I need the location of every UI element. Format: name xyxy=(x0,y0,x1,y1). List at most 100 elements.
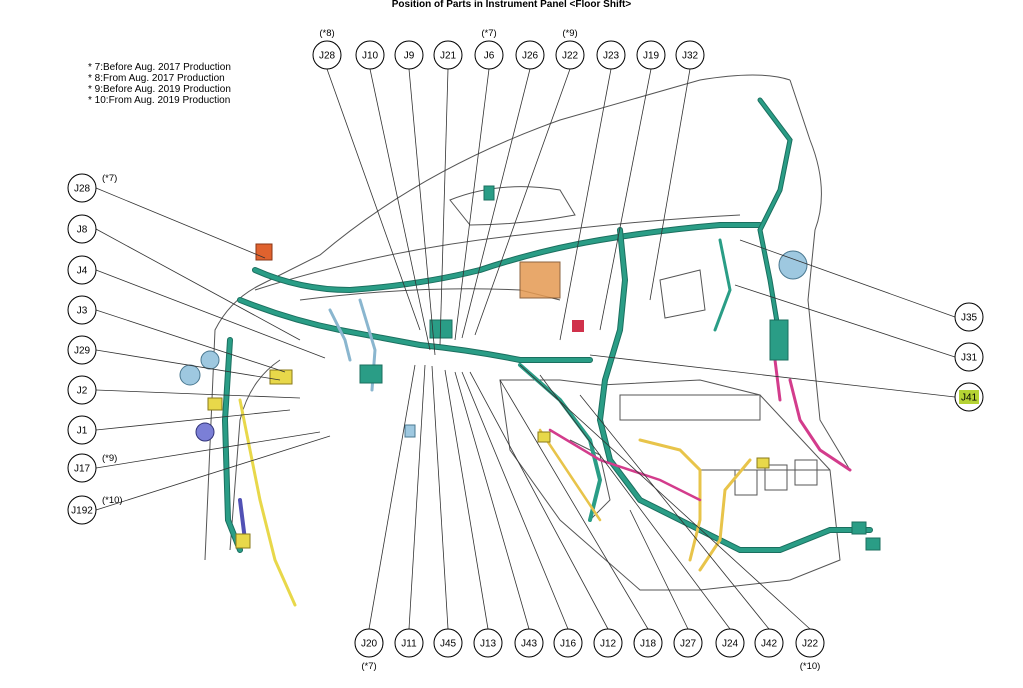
connector-label: J16 xyxy=(560,639,577,650)
connector-label: J23 xyxy=(603,51,620,62)
connector-label: J35 xyxy=(961,313,978,324)
callout-circle xyxy=(67,214,97,244)
leader-line xyxy=(739,239,956,318)
leader-line xyxy=(539,374,731,630)
connector-j20-bottom[interactable]: J20 (*7) xyxy=(354,628,384,672)
connector-j42-bottom[interactable]: J42 xyxy=(754,628,784,658)
connector-j11-bottom[interactable]: J11 xyxy=(394,628,424,658)
leader-line xyxy=(95,409,291,431)
connector-j3-left[interactable]: J3 xyxy=(67,295,97,325)
connector-j23-top[interactable]: J23 xyxy=(596,40,626,70)
leader-line xyxy=(649,68,691,301)
leader-line xyxy=(519,364,811,630)
leader-line xyxy=(95,389,301,399)
connector-j8-left[interactable]: J8 xyxy=(67,214,97,244)
leader-line xyxy=(95,435,331,511)
connector-j35-right[interactable]: J35 xyxy=(954,302,984,332)
connector-label: J9 xyxy=(404,51,415,62)
connector-j32-top[interactable]: J32 xyxy=(675,40,705,70)
connector-j22-top[interactable]: J22(*9) xyxy=(555,28,585,70)
callout-circle xyxy=(67,173,97,203)
connector-j10-top[interactable]: J10 xyxy=(355,40,385,70)
connector-label: J3 xyxy=(77,306,88,317)
connector-j29-left[interactable]: J29 xyxy=(67,335,97,365)
connector-parts xyxy=(179,185,881,551)
note-line: * 10:From Aug. 2019 Production xyxy=(88,95,231,106)
connector-j12-bottom[interactable]: J12 xyxy=(593,628,623,658)
connector-j17-left[interactable]: J17(*9) xyxy=(67,453,117,483)
connector-j24-bottom[interactable]: J24 xyxy=(715,628,745,658)
connector-label: J6 xyxy=(484,51,495,62)
connector-j27-bottom[interactable]: J27 xyxy=(673,628,703,658)
connector-j45-bottom[interactable]: J45 xyxy=(433,628,463,658)
callout-circle xyxy=(795,628,825,658)
connector-j22-bottom[interactable]: J22(*10) xyxy=(795,628,825,672)
connector-label: J41 xyxy=(961,393,978,404)
leader-line xyxy=(368,364,416,630)
connector-j26-top[interactable]: J26 xyxy=(515,40,545,70)
connector-label: J21 xyxy=(440,51,457,62)
callout-circle xyxy=(553,628,583,658)
leader-line xyxy=(326,68,421,331)
leader-line xyxy=(461,371,569,630)
leader-line xyxy=(95,269,326,359)
connector-label: J20 xyxy=(361,639,378,650)
note-line: * 9:Before Aug. 2019 Production xyxy=(88,84,231,95)
highlight-marker xyxy=(959,390,979,404)
connector-j2-left[interactable]: J2 xyxy=(67,375,97,405)
connector-label: J24 xyxy=(722,639,739,650)
connector-j13-bottom[interactable]: J13 xyxy=(473,628,503,658)
leader-line xyxy=(629,509,689,630)
note-line: * 8:From Aug. 2017 Production xyxy=(88,73,225,84)
connector-label: J22 xyxy=(802,639,819,650)
connector-j41-right[interactable]: J41 xyxy=(954,382,984,412)
leader-line xyxy=(474,68,571,336)
callout-circle xyxy=(433,628,463,658)
callout-circle xyxy=(354,628,384,658)
connector-label: J17 xyxy=(74,464,91,475)
leader-line xyxy=(95,349,281,381)
leader-line xyxy=(95,431,321,469)
connector-j1-left[interactable]: J1 xyxy=(67,415,97,445)
connector-label: J32 xyxy=(682,51,699,62)
connector-j6-top[interactable]: J6(*7) xyxy=(474,28,504,70)
callout-circle xyxy=(474,40,504,70)
callout-circle xyxy=(514,628,544,658)
connector-j4-left[interactable]: J4 xyxy=(67,255,97,285)
connector-label: J13 xyxy=(480,639,497,650)
leader-line xyxy=(454,68,490,341)
connector-j28-top[interactable]: J28(*8) xyxy=(312,28,342,70)
connector-j18-bottom[interactable]: J18 xyxy=(633,628,663,658)
callout-circle xyxy=(67,415,97,445)
callout-circle xyxy=(673,628,703,658)
connector-j16-bottom[interactable]: J16 xyxy=(553,628,583,658)
callout-circle xyxy=(473,628,503,658)
connector-label: J45 xyxy=(440,639,457,650)
leader-line xyxy=(579,394,770,630)
leader-line xyxy=(369,68,431,351)
connector-note: (*7) xyxy=(361,661,376,672)
connector-label: J19 xyxy=(643,51,660,62)
connector-j43-bottom[interactable]: J43 xyxy=(514,628,544,658)
leader-line xyxy=(599,68,652,331)
connector-j28-left[interactable]: J28(*7) xyxy=(67,173,117,203)
connector-j21-top[interactable]: J21 xyxy=(433,40,463,70)
callout-circle xyxy=(67,335,97,365)
callout-circle xyxy=(593,628,623,658)
page-title: Position of Parts in Instrument Panel <F… xyxy=(391,0,632,10)
callout-circle xyxy=(515,40,545,70)
leader-line xyxy=(469,371,609,630)
note-line: * 7:Before Aug. 2017 Production xyxy=(88,62,231,73)
leader-line xyxy=(444,369,489,630)
connector-j192-left[interactable]: J192(*10) xyxy=(67,495,123,525)
leader-lines xyxy=(95,68,956,630)
connector-label: J28 xyxy=(74,184,91,195)
connector-j19-top[interactable]: J19 xyxy=(636,40,666,70)
callout-circle xyxy=(433,40,463,70)
leader-line xyxy=(431,365,449,630)
connector-j9-top[interactable]: J9 xyxy=(394,40,424,70)
leader-line xyxy=(454,371,530,630)
connector-j31-right[interactable]: J31 xyxy=(954,342,984,372)
